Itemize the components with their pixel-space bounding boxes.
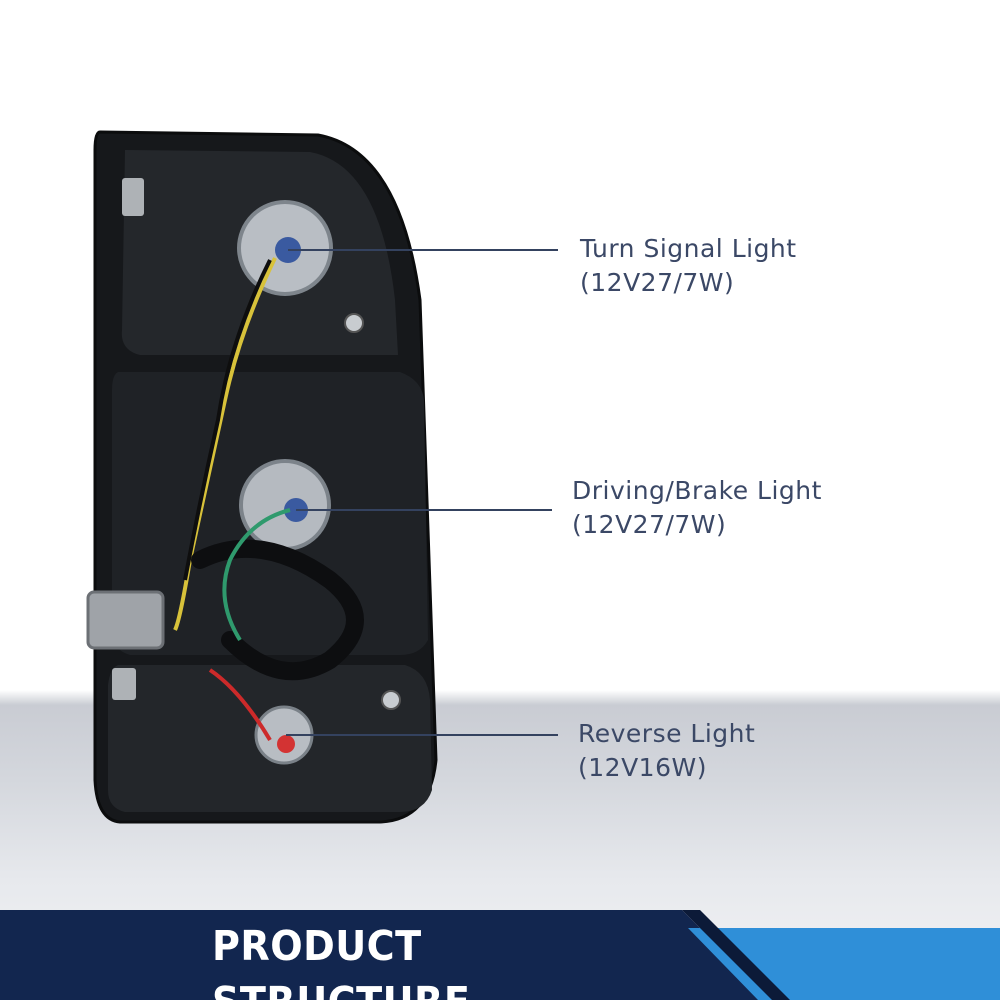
reverse-callout: Reverse Light (12V16W) <box>578 717 755 785</box>
title-banner <box>0 910 1000 1000</box>
wire-loom <box>191 539 364 681</box>
reverse-label: Reverse Light <box>578 719 756 748</box>
brake-socket <box>239 459 331 551</box>
wire-connector <box>86 590 165 650</box>
turn-signal-label: Turn Signal Light <box>580 234 797 263</box>
green-wire <box>222 508 291 642</box>
reverse-spec: (12V16W) <box>578 753 707 782</box>
banner-title: PRODUCT STRUCTURE <box>212 922 470 1000</box>
brake-label: Driving/Brake Light <box>572 476 822 505</box>
brake-callout: Driving/Brake Light (12V27/7W) <box>572 474 822 542</box>
black-wire <box>183 259 272 581</box>
turn-signal-callout: Turn Signal Light (12V27/7W) <box>580 232 797 300</box>
red-wire <box>208 668 272 742</box>
yellow-wire <box>173 257 277 631</box>
turn-signal-spec: (12V27/7W) <box>580 268 735 297</box>
brake-spec: (12V27/7W) <box>572 510 727 539</box>
